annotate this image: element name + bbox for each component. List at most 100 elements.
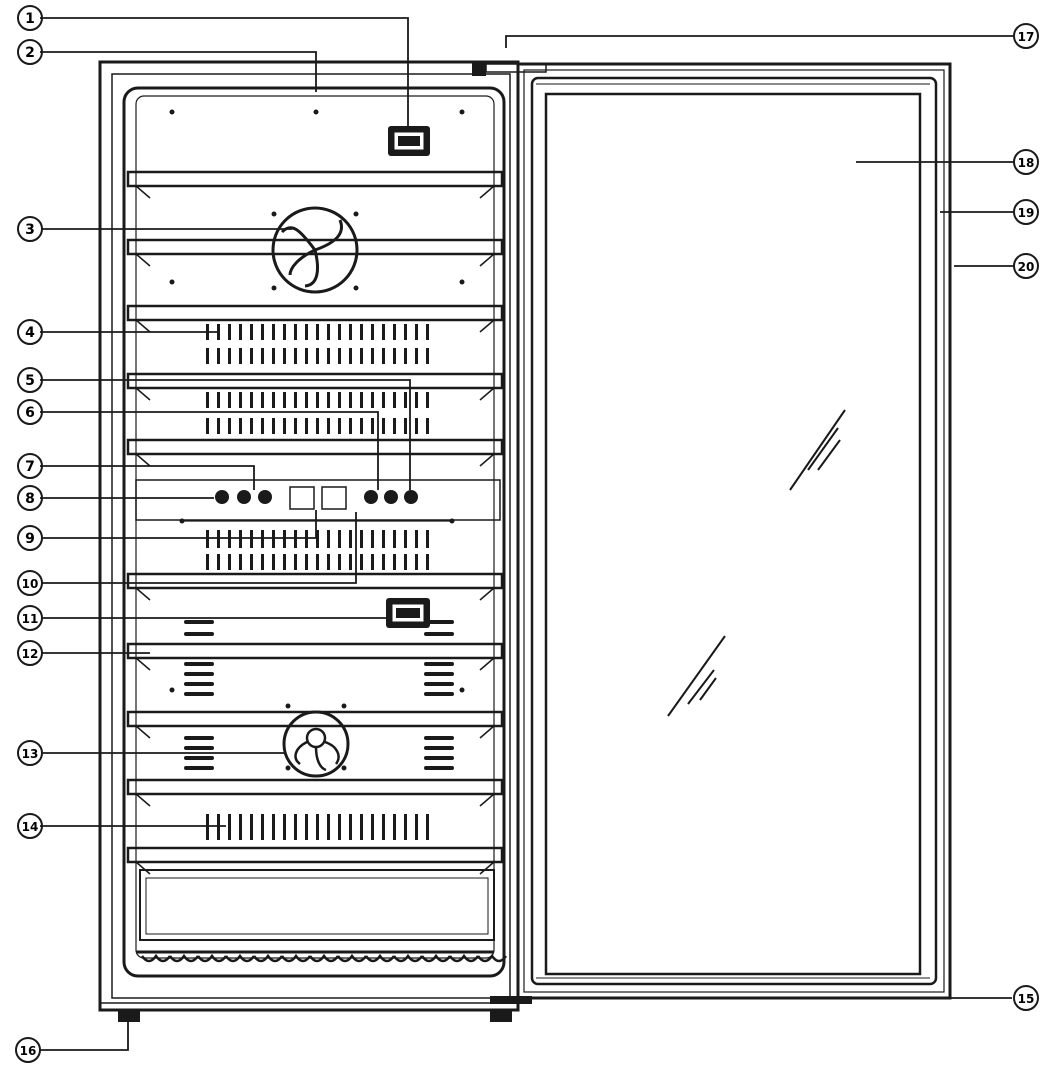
horizontal-vent-slot [184, 736, 214, 740]
vent-slot [393, 814, 396, 840]
vent-slot [371, 530, 374, 548]
vent-slot [360, 418, 363, 434]
bottom-rack [140, 953, 508, 963]
vent-slot [382, 554, 385, 570]
shelf-bracket-left [135, 725, 151, 739]
lower-switch-detail [396, 608, 420, 618]
door-frame-2 [523, 69, 945, 993]
vent-slot [327, 530, 330, 548]
vent-slot [415, 554, 418, 570]
vent-slot [393, 530, 396, 548]
vent-slot [349, 392, 352, 408]
vent-slot [305, 324, 308, 340]
shelf-bracket-right [479, 387, 495, 401]
leader-7 [40, 465, 255, 490]
panel-screw [313, 109, 319, 115]
vent-slot [206, 530, 209, 548]
top-light-switch-detail [398, 136, 420, 146]
vent-slot [371, 418, 374, 434]
callout-c13: 13 [17, 740, 43, 766]
leader-6 [40, 411, 379, 490]
vent-slot [316, 554, 319, 570]
vent-slot [338, 392, 341, 408]
vent-slot [283, 814, 286, 840]
callout-c15: 15 [1013, 985, 1039, 1011]
vent-slot [305, 418, 308, 434]
horizontal-vent-slot [424, 672, 454, 676]
vent-slot [404, 324, 407, 340]
vent-slot [239, 530, 242, 548]
vent-slot [272, 324, 275, 340]
bottom-hinge [490, 996, 532, 1004]
vent-slot [294, 324, 297, 340]
vent-slot [404, 814, 407, 840]
leader-16 [40, 1022, 129, 1051]
control-strip-box [135, 479, 501, 521]
shelf-bracket-right [479, 793, 495, 807]
vent-slot [305, 814, 308, 840]
vent-slot [426, 554, 429, 570]
vent-slot [415, 530, 418, 548]
rack-wave [252, 953, 284, 963]
vent-slot [217, 392, 220, 408]
glass-reflection-lower [667, 635, 726, 717]
vent-slot [272, 418, 275, 434]
vent-slot [415, 814, 418, 840]
vent-slot [217, 554, 220, 570]
callout-label: 13 [22, 747, 39, 761]
shelf-rail [126, 846, 504, 864]
vent-slot [382, 418, 385, 434]
lower-fan [169, 687, 465, 778]
callout-c8: 8 [17, 485, 43, 511]
vent-slot [316, 348, 319, 364]
shelf-bracket-right [479, 725, 495, 739]
shelf-bracket-left [135, 587, 151, 601]
leader-lines [40, 17, 1014, 1051]
horizontal-vent-slot [424, 662, 454, 666]
shelf-bracket-left [135, 253, 151, 267]
callout-c16: 16 [15, 1037, 41, 1063]
shelf-bracket-left [135, 319, 151, 333]
bottom-drawer [136, 869, 495, 954]
lower-fan-screw [341, 703, 347, 709]
vent-slot [338, 324, 341, 340]
leader-5 [40, 379, 411, 490]
lower-fan-hub [305, 727, 327, 749]
vent-slot [316, 324, 319, 340]
vent-slot [283, 530, 286, 548]
shelf-bracket-right [479, 319, 495, 333]
upper-fan-screw [353, 211, 359, 217]
vent-slot [360, 392, 363, 408]
rail-screw [449, 518, 455, 524]
callout-label: 3 [25, 222, 35, 238]
shelf-rail [126, 710, 504, 728]
vent-slot [261, 392, 264, 408]
shelf-rail [126, 778, 504, 796]
vent-slot [239, 392, 242, 408]
leader-2 [40, 51, 317, 92]
vent-slot [360, 324, 363, 340]
vent-slot [228, 348, 231, 364]
upper-fan [169, 206, 465, 294]
vent-slot [261, 348, 264, 364]
rack-wave [196, 953, 228, 963]
vent-slot [360, 348, 363, 364]
vent-slot [294, 348, 297, 364]
vent-slot [349, 530, 352, 548]
rack-wave [476, 953, 508, 963]
rack-wave [168, 953, 200, 963]
vent-slot [250, 554, 253, 570]
callout-label: 11 [22, 612, 39, 626]
cabinet-outer-frame [98, 60, 520, 1012]
vent-slot [294, 418, 297, 434]
shelf-bracket-right [479, 587, 495, 601]
callout-c10: 10 [17, 570, 43, 596]
lower-light-switch [386, 598, 430, 628]
vent-slot [228, 324, 231, 340]
leader-1 [40, 17, 409, 126]
rack-wave [308, 953, 340, 963]
shelf-bracket-left [135, 185, 151, 199]
panel-screw [169, 109, 175, 115]
upper-fan-screw [353, 285, 359, 291]
vent-slot [327, 418, 330, 434]
